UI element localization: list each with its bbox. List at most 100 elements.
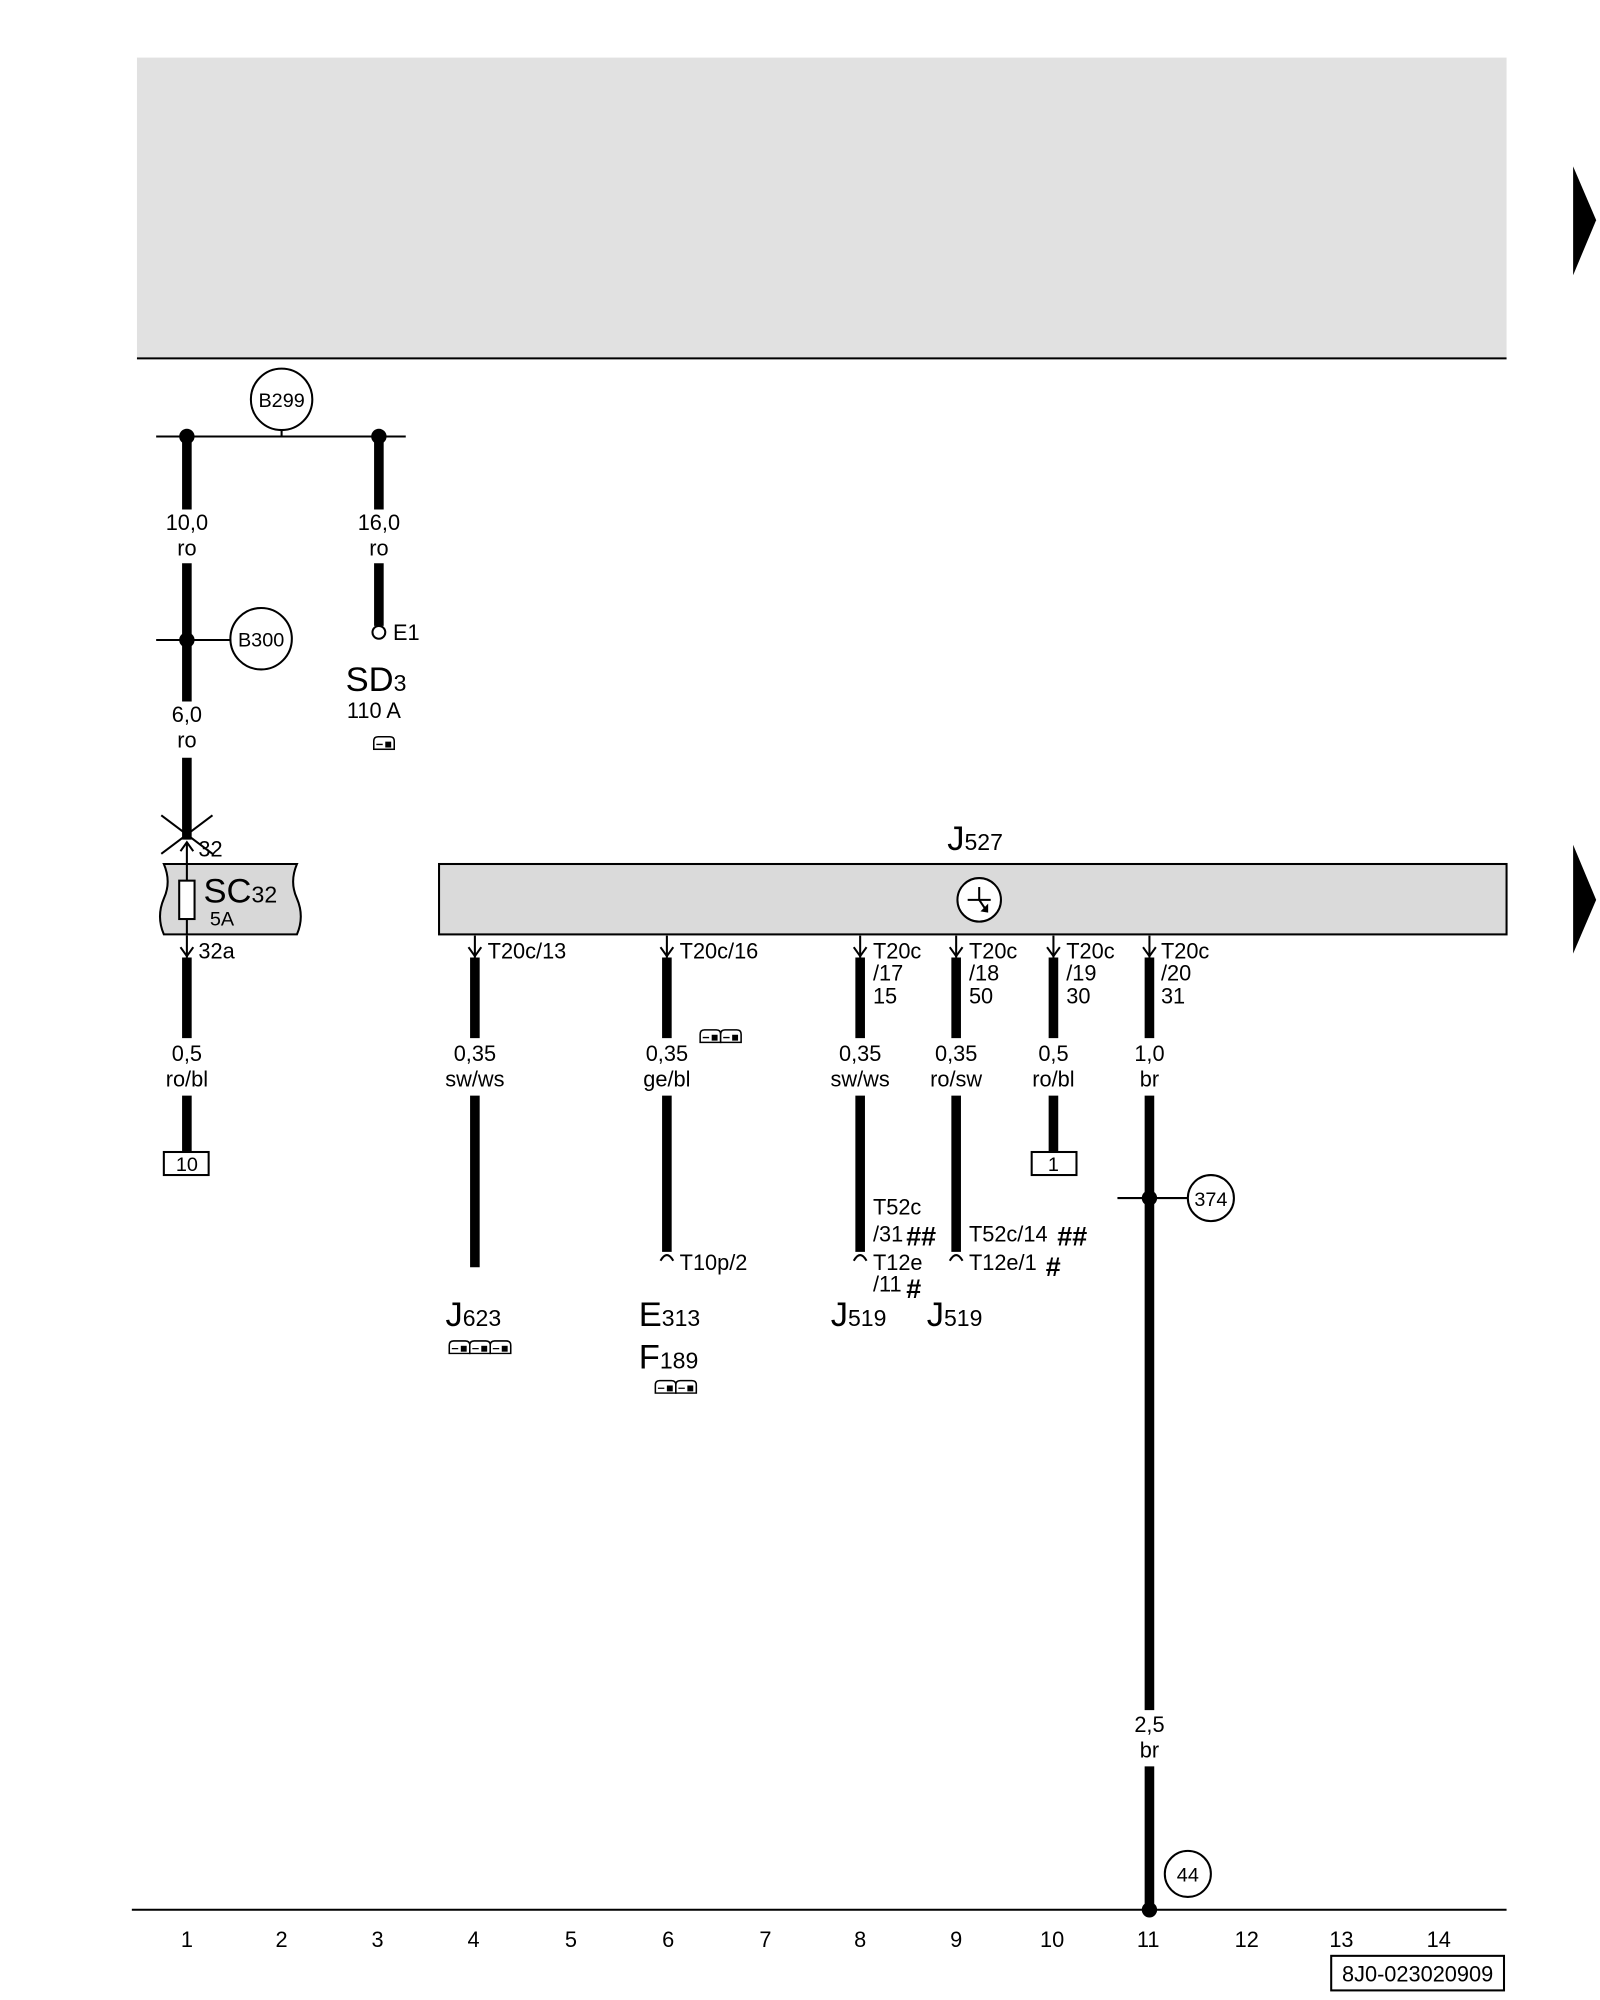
grid-number: 1 <box>181 1927 193 1952</box>
grid-number: 9 <box>950 1927 962 1952</box>
termination-label: /11 <box>873 1272 902 1297</box>
pin-label: T20c/13 <box>488 939 567 964</box>
grid-number: 12 <box>1235 1927 1259 1952</box>
grid-number: 3 <box>372 1927 384 1952</box>
drawing-number: 8J0-023020909 <box>1342 1961 1493 1986</box>
wire-color: ro <box>177 536 196 561</box>
grid-number: 4 <box>468 1927 480 1952</box>
terminal-mark <box>659 1254 675 1262</box>
junction-dot <box>1141 1190 1158 1206</box>
fuse-sc32-rating: 5A <box>210 908 235 930</box>
pin-label: /20 <box>1161 960 1191 985</box>
grid-number: 10 <box>1040 1927 1064 1952</box>
pin-label: /17 <box>873 960 903 985</box>
component-location-icon <box>719 1029 742 1044</box>
fuse-sd3-label: SD3 <box>346 661 407 699</box>
component-location-icon <box>654 1379 677 1394</box>
termination-label: T52c <box>873 1195 921 1220</box>
wire-color: sw/ws <box>831 1067 890 1092</box>
wire-size: 16,0 <box>358 510 400 535</box>
termination-label: T12e/1 <box>969 1250 1037 1275</box>
component-f189-label: F189 <box>639 1338 699 1376</box>
terminal-label: E1 <box>393 620 420 645</box>
grid-number: 11 <box>1137 1927 1160 1952</box>
component-location-icon <box>699 1029 722 1044</box>
component-location-icon <box>448 1340 471 1355</box>
drawing-number-box <box>1330 1954 1506 1992</box>
wire-size: 1,0 <box>1134 1041 1164 1066</box>
pin-label: /19 <box>1066 960 1096 985</box>
component-j519-label: J519 <box>831 1296 887 1334</box>
pin-arrow <box>659 946 675 958</box>
pin-label: /18 <box>969 960 999 985</box>
grid-number: 13 <box>1329 1927 1353 1952</box>
ground-label: 44 <box>1177 1865 1199 1887</box>
pin-label: T20c <box>873 939 921 964</box>
next-page-arrow-icon <box>1573 844 1597 954</box>
variant-mark: # <box>1046 1252 1061 1282</box>
pin-label: 50 <box>969 984 993 1009</box>
variant-mark: ## <box>906 1221 936 1251</box>
component-location-icon <box>675 1379 698 1394</box>
wire-color: br <box>1140 1067 1159 1092</box>
wire-color: ro/sw <box>930 1067 982 1092</box>
pin-arrow <box>467 946 483 958</box>
grid-number: 7 <box>759 1927 771 1952</box>
unit-j527-label: J527 <box>947 820 1003 858</box>
termination-label: T52c/14 <box>969 1222 1048 1247</box>
pin-label: T20c/16 <box>680 939 759 964</box>
terminal-mark <box>852 1254 868 1262</box>
wire-color: ro/bl <box>166 1067 208 1092</box>
grid-number: 8 <box>854 1927 866 1952</box>
wire-size: 0,5 <box>1038 1041 1068 1066</box>
wire-size: 6,0 <box>172 702 202 727</box>
pin-label: T20c <box>1066 939 1114 964</box>
wire-color: sw/ws <box>445 1067 504 1092</box>
termination-label: T12e <box>873 1250 923 1275</box>
wire-size: 0,35 <box>454 1041 496 1066</box>
variant-mark: ## <box>1057 1221 1087 1251</box>
pin-arrow <box>852 946 868 958</box>
fuse-sd3-rating: 110 A <box>347 698 402 723</box>
wire-size: 0,35 <box>646 1041 688 1066</box>
pin-arrow <box>1046 946 1061 958</box>
wire-size: 0,35 <box>839 1041 881 1066</box>
grid-number: 2 <box>276 1927 288 1952</box>
cut-mark <box>160 814 214 855</box>
next-page-arrow-icon <box>1573 166 1597 276</box>
terminal-eye <box>371 624 387 640</box>
wire-color: ro <box>369 536 388 561</box>
component-j519-label: J519 <box>927 1296 983 1334</box>
connector-b300-label: B300 <box>238 629 284 651</box>
fuse-pin-out: 32a <box>198 939 235 964</box>
pin-label: 30 <box>1066 984 1090 1009</box>
wire-size: 0,5 <box>172 1041 202 1066</box>
reference-box <box>1030 1150 1078 1177</box>
wire-color: ge/bl <box>643 1067 690 1092</box>
reference-number: 1 <box>1048 1154 1059 1176</box>
fuse-element <box>178 879 196 921</box>
reference-box <box>162 1150 210 1177</box>
grid-number: 14 <box>1427 1927 1451 1952</box>
grid-number: 6 <box>662 1927 674 1952</box>
wire-color: ro <box>177 728 196 753</box>
pin-label: 31 <box>1161 984 1185 1009</box>
pin-arrow <box>948 946 964 958</box>
fuse-pin-in: 32 <box>198 836 222 861</box>
component-e313-label: E313 <box>639 1296 700 1334</box>
wire-color: ro/bl <box>1032 1067 1074 1092</box>
grid-numbers: 1 2 3 4 5 6 7 8 9 10 11 12 13 14 <box>181 1927 1451 1952</box>
pin-arrow <box>179 946 195 958</box>
connector-374-label: 374 <box>1194 1189 1227 1211</box>
terminal-mark <box>948 1254 964 1262</box>
pin-label: 15 <box>873 984 897 1009</box>
component-j623-label: J623 <box>445 1296 501 1334</box>
component-location-icon <box>468 1340 492 1355</box>
wire-size: 0,35 <box>935 1041 977 1066</box>
pin-label: T20c <box>1161 939 1209 964</box>
reference-number: 10 <box>176 1154 198 1176</box>
pin-leads <box>467 935 1157 958</box>
steering-wheel-icon <box>956 877 1002 923</box>
ground-ring <box>1163 1849 1212 1898</box>
